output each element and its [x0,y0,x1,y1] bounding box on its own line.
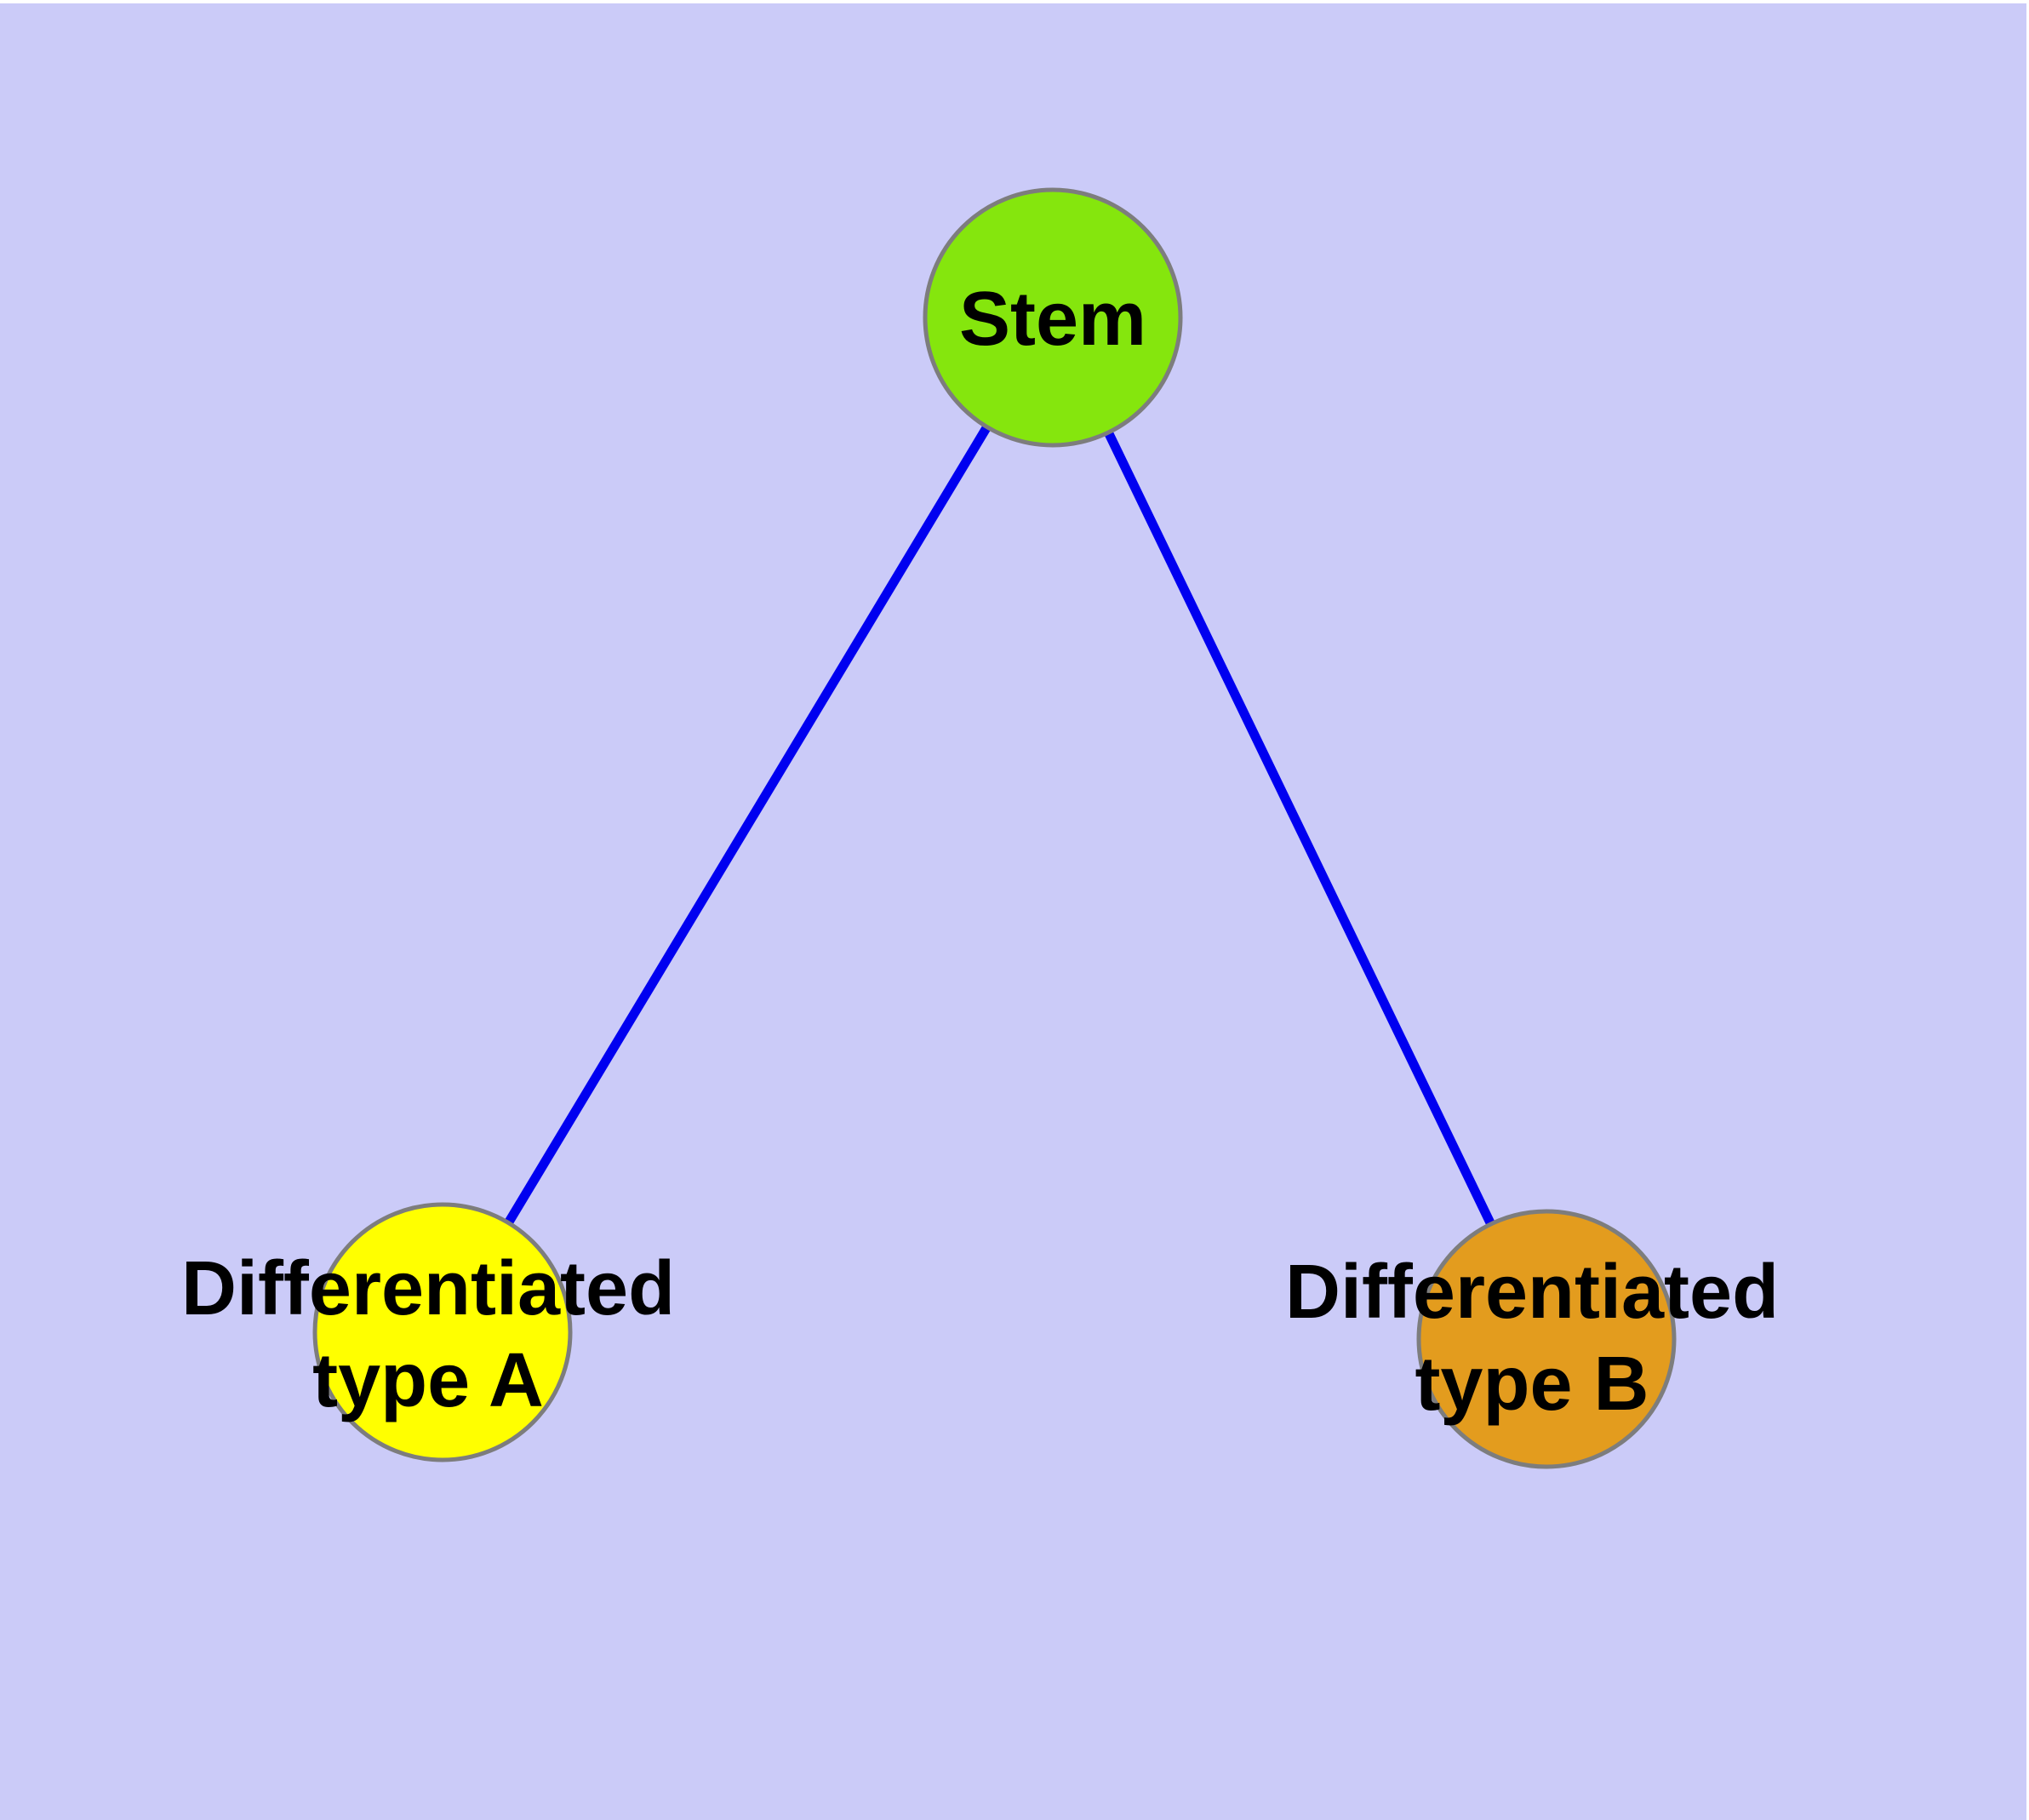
edge-stem-to-typeA [438,315,1057,1335]
node-differentiated-type-b [1416,1209,1677,1469]
node-stem [923,187,1183,448]
node-differentiated-type-a [312,1202,573,1462]
edge-stem-to-typeB [1049,315,1551,1342]
